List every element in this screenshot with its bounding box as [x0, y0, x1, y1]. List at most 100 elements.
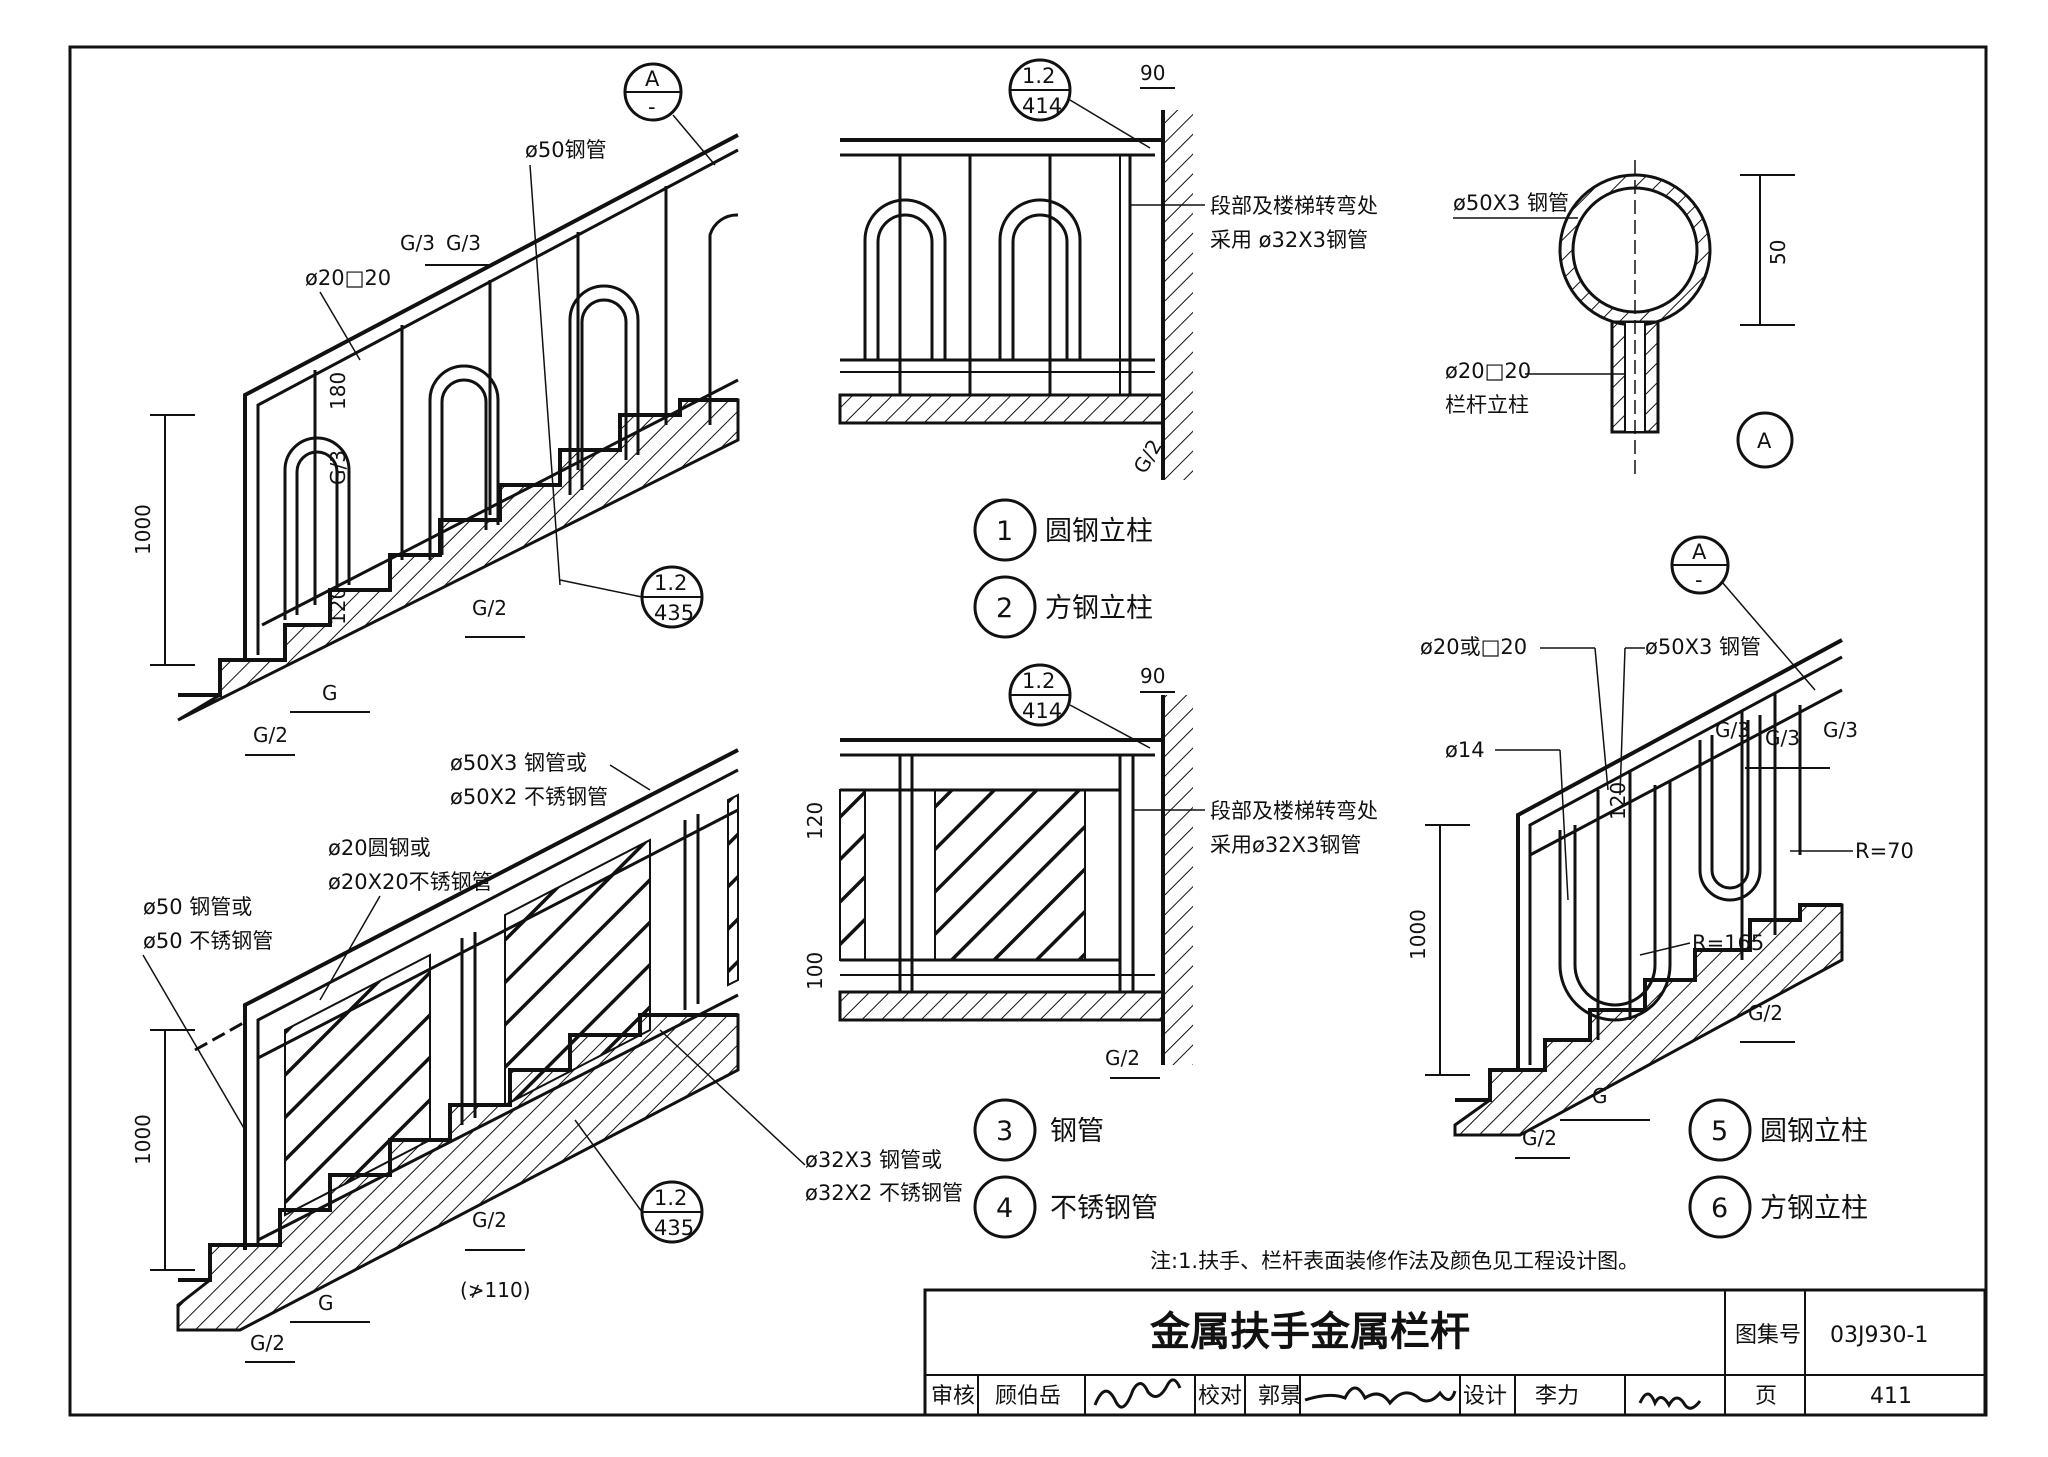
legend-2-circle — [973, 575, 1037, 639]
title-block: 金属扶手金属栏杆 图集号 03J930-1 页 411 审核 顾伯岳 校对 郭景… — [923, 1288, 1987, 1417]
dim-height-right: 1000 — [1406, 909, 1430, 960]
dim-90-mid: 90 — [1140, 664, 1165, 688]
legend-3-num: 3 — [996, 1116, 1013, 1147]
floor-top — [838, 393, 1165, 425]
dim-120: 120 — [326, 587, 350, 625]
arch-bars-mid — [863, 198, 1082, 360]
ref-top-bot: 1.2 — [654, 1186, 687, 1210]
dim-height-bot: 1000 — [131, 1114, 155, 1165]
infill-mid-1 — [839, 789, 866, 961]
legend-1-num: 1 — [996, 516, 1013, 547]
page-label: 页 — [1755, 1384, 1777, 1409]
wall-top — [1163, 110, 1193, 480]
label-bar-2: ø20X20不锈钢管 — [328, 870, 493, 894]
legend-5-label: 圆钢立柱 — [1760, 1116, 1868, 1147]
dim-g2: G/2 — [472, 596, 507, 620]
ref-top-mid: 1.2 — [1022, 64, 1055, 88]
ref-top-mid2: 1.2 — [1022, 669, 1055, 693]
label-tube-right: ø50X3 钢管 — [1645, 635, 1761, 659]
view-top-mid: 1.2 414 90 段部及楼梯转弯处 采用 ø32X3钢管 G/2 — [838, 58, 1378, 480]
legend-5-num: 5 — [1711, 1116, 1728, 1147]
dim-g3-c-right: G/3 — [1823, 718, 1858, 742]
legend-2-num: 2 — [996, 593, 1013, 624]
check-label: 校对 — [1198, 1384, 1242, 1409]
legend-6-label: 方钢立柱 — [1760, 1193, 1868, 1224]
detail-a-bot-right: - — [1695, 568, 1703, 592]
dim-height: 1000 — [131, 504, 155, 555]
dim-90: 90 — [1140, 61, 1165, 85]
reviewer-signature — [1093, 1378, 1182, 1409]
balusters — [313, 186, 668, 605]
infill-panel-2 — [504, 838, 651, 1107]
label-handrail-bot-1: ø50X3 钢管或 — [450, 751, 587, 775]
label-d14: ø14 — [1445, 738, 1485, 762]
view-right: 1000 A - ø20或□20 ø50X3 钢管 ø14 G/3 G/3 G/… — [1406, 535, 1914, 1159]
note-mid-2: 采用ø32X3钢管 — [1210, 833, 1361, 857]
stair-slab-right — [1453, 903, 1844, 1137]
posts — [898, 155, 1132, 395]
note-mid-1: 段部及楼梯转弯处 — [1210, 799, 1378, 823]
posts-bot — [460, 814, 700, 1125]
view-top-left: 1000 ø50钢管 ø20□20 G/3 G/3 180 G/3 120 G/… — [131, 62, 740, 756]
label-pipe-1: ø32X3 钢管或 — [805, 1148, 942, 1172]
legend-4-circle — [973, 1175, 1037, 1239]
legend-4-num: 4 — [996, 1193, 1013, 1224]
dim-min-bot: (≯110) — [460, 1278, 531, 1302]
dim-180: 180 — [326, 372, 350, 410]
label-handrail-bot-2: ø50X2 不锈钢管 — [450, 785, 608, 809]
legend-3-circle — [973, 1098, 1037, 1162]
note-1: 段部及楼梯转弯处 — [1210, 194, 1378, 218]
legend-right: 5 圆钢立柱 6 方钢立柱 — [1688, 1098, 1868, 1239]
infill-panel-1 — [284, 953, 431, 1217]
label-bar-right: ø20或□20 — [1420, 635, 1527, 659]
label-baluster: ø20□20 — [305, 266, 391, 290]
legend-3-label: 钢管 — [1050, 1116, 1104, 1147]
legend-6-num: 6 — [1711, 1193, 1728, 1224]
dim-g2-mid2: G/2 — [1105, 1046, 1140, 1070]
sheet-title: 金属扶手金属栏杆 — [1149, 1309, 1470, 1355]
dim-g-bot: G — [318, 1291, 334, 1315]
legend-2-label: 方钢立柱 — [1045, 593, 1153, 624]
ref-top: 1.2 — [654, 571, 687, 595]
detail-a-badge-label: A — [1757, 429, 1772, 453]
legend-1-circle — [973, 498, 1037, 562]
legend-top: 1 圆钢立柱 2 方钢立柱 — [973, 498, 1153, 639]
dim-g3-vert: G/3 — [326, 450, 350, 485]
designer-signature — [1638, 1392, 1702, 1410]
dim-g2b-bot: G/2 — [250, 1331, 285, 1355]
dim-g3-a: G/3 — [400, 231, 435, 255]
dim-g2-bot: G/2 — [472, 1208, 507, 1232]
sheet-note: 注:1.扶手、栏杆表面装修作法及颜色见工程设计图。 — [1150, 1249, 1639, 1273]
dim-g3-b-right: G/3 — [1765, 726, 1800, 750]
atlas-label: 图集号 — [1735, 1323, 1801, 1348]
page-number: 411 — [1870, 1384, 1912, 1409]
dim-g-right: G — [1592, 1084, 1608, 1108]
view-bot-mid: 1.2 414 90 120 100 段部及楼梯转弯处 采用ø32X3钢管 G/… — [803, 663, 1378, 1079]
dim-50: 50 — [1766, 240, 1790, 265]
label-rail-1: ø50 钢管或 — [143, 895, 252, 919]
detail-a-top: A — [645, 67, 660, 91]
atlas-number: 03J930-1 — [1830, 1323, 1928, 1348]
label-handrail: ø50钢管 — [525, 138, 607, 162]
tube-label: ø50X3 钢管 — [1453, 191, 1569, 215]
detail-a-badge — [1736, 411, 1794, 469]
posts-mid — [898, 755, 1135, 992]
reviewer-name: 顾伯岳 — [995, 1384, 1061, 1409]
label-pipe-2: ø32X2 不锈钢管 — [805, 1181, 963, 1205]
note-2: 采用 ø32X3钢管 — [1210, 228, 1368, 252]
handrail — [243, 133, 739, 660]
detail-a: 50 ø50X3 钢管 ø20□20 栏杆立柱 A — [1445, 160, 1795, 480]
checker-name: 郭景 — [1258, 1384, 1302, 1409]
label-r165: R=165 — [1692, 931, 1764, 955]
bottom-rail — [261, 378, 739, 627]
detail-a-bot: - — [648, 95, 656, 119]
dim-g: G — [322, 681, 338, 705]
stair-steps — [178, 398, 738, 697]
wall-bot — [1163, 695, 1193, 1065]
post-label-2: 栏杆立柱 — [1445, 393, 1529, 417]
dim-g3-a-right: G/3 — [1715, 718, 1750, 742]
arch-bars — [283, 213, 739, 620]
stair-slab — [177, 398, 740, 722]
handrail-bot — [243, 748, 739, 1250]
